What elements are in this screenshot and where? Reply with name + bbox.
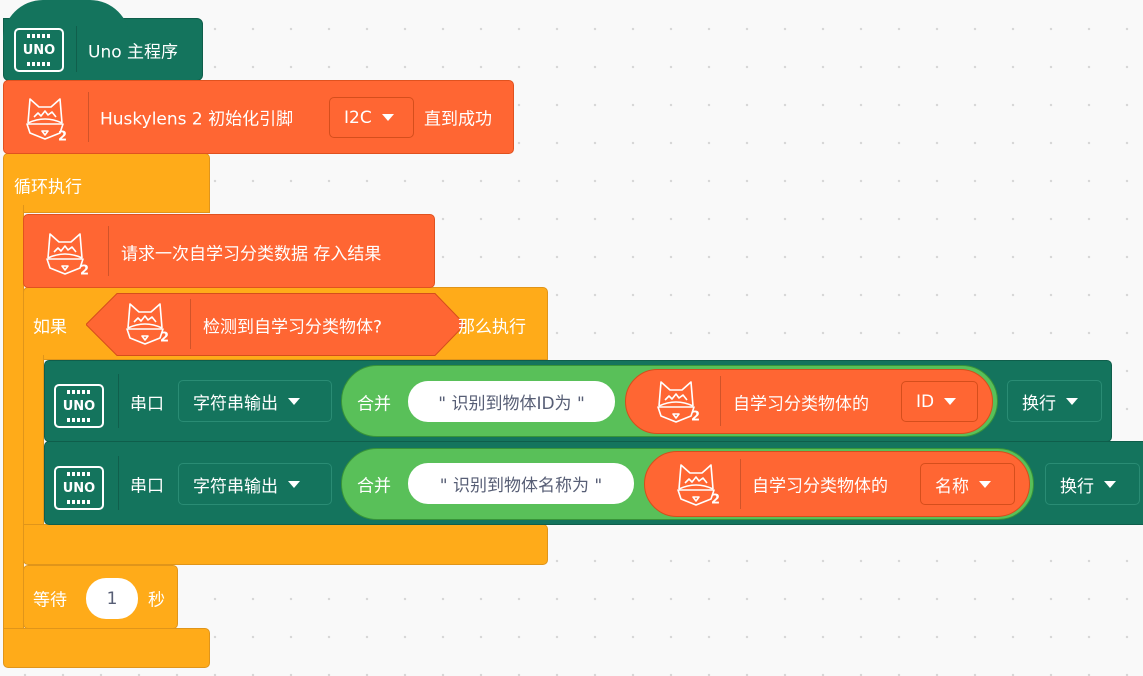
badge: 2	[711, 492, 721, 508]
huskylens-init-block[interactable]	[3, 80, 514, 154]
uno-board-icon: UNO	[14, 28, 64, 72]
init-suffix: 直到成功	[424, 109, 492, 130]
if-label: 如果	[33, 317, 67, 338]
field-dropdown[interactable]: ID	[901, 381, 978, 422]
badge: 2	[80, 263, 90, 279]
wait-seconds-input[interactable]: 1	[86, 578, 138, 619]
hat-cap	[3, 0, 130, 40]
divider	[108, 226, 109, 276]
condition-block[interactable]	[86, 293, 466, 356]
init-label: Huskylens 2 初始化引脚	[100, 109, 294, 130]
forever-arm	[3, 205, 24, 635]
divider	[118, 374, 119, 428]
then-label: 那么执行	[458, 317, 526, 338]
uno-board-icon: UNO	[54, 384, 104, 428]
string-input[interactable]: " 识别到物体ID为 "	[408, 381, 615, 422]
condition-label: 检测到自学习分类物体?	[203, 317, 383, 338]
main-title: Uno 主程序	[88, 42, 179, 63]
badge: 2	[691, 409, 701, 425]
divider	[76, 26, 77, 72]
serial-label: 串口	[130, 394, 164, 415]
pin-dropdown[interactable]: I2C	[329, 97, 414, 138]
if-arm	[23, 355, 44, 530]
forever-label: 循环执行	[14, 177, 82, 198]
divider	[190, 299, 191, 349]
request-block[interactable]	[23, 214, 435, 288]
join-label: 合并	[357, 394, 391, 415]
divider	[88, 92, 89, 142]
reporter-label: 自学习分类物体的	[752, 476, 888, 497]
field-dropdown[interactable]: 名称	[920, 463, 1015, 505]
serial-label: 串口	[130, 476, 164, 497]
divider	[720, 376, 721, 426]
badge: 2	[160, 330, 170, 346]
newline-dropdown[interactable]: 换行	[1007, 380, 1102, 422]
forever-block[interactable]	[3, 153, 210, 213]
divider	[740, 459, 741, 509]
request-label: 请求一次自学习分类数据 存入结果	[121, 244, 382, 265]
serial-mode-dropdown[interactable]: 字符串输出	[178, 380, 332, 422]
uno-board-icon: UNO	[54, 466, 104, 510]
if-bottom	[23, 524, 548, 565]
wait-label: 等待	[33, 590, 67, 611]
badge: 2	[58, 129, 68, 145]
reporter-label: 自学习分类物体的	[733, 394, 869, 415]
divider	[118, 456, 119, 510]
string-input[interactable]: " 识别到物体名称为 "	[408, 463, 634, 504]
wait-unit: 秒	[148, 590, 165, 611]
serial-mode-dropdown[interactable]: 字符串输出	[178, 463, 332, 505]
join-label: 合并	[357, 476, 391, 497]
forever-bottom	[3, 628, 210, 668]
newline-dropdown[interactable]: 换行	[1045, 463, 1140, 505]
